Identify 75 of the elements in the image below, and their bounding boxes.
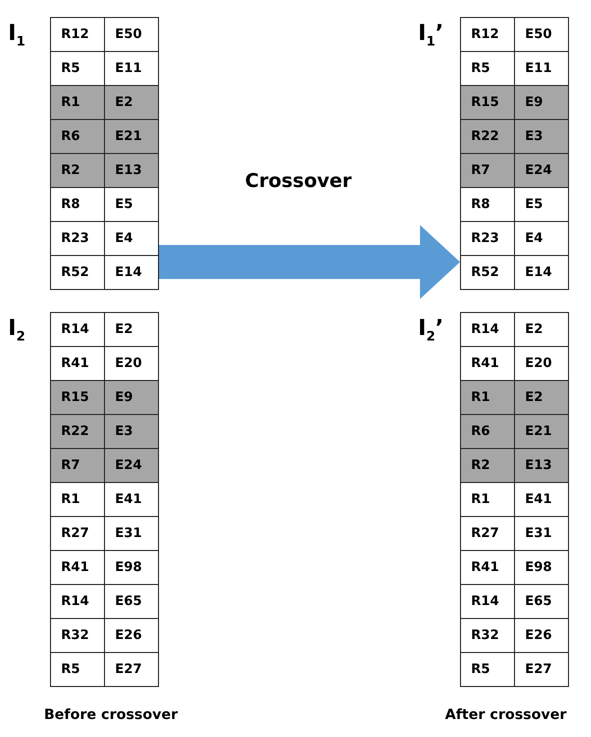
- table-cell: R1: [50, 482, 104, 516]
- table-cell: R12: [50, 18, 104, 52]
- table-cell: E14: [514, 256, 568, 290]
- table-cell: E13: [514, 448, 568, 482]
- table-cell: E65: [104, 584, 158, 618]
- table-cell: R5: [460, 652, 514, 686]
- table-cell: R32: [50, 618, 104, 652]
- table-cell: R2: [460, 448, 514, 482]
- table-cell: R14: [460, 312, 514, 346]
- table-cell: E3: [514, 120, 568, 154]
- table-cell: E21: [514, 414, 568, 448]
- table-cell: R12: [460, 18, 514, 52]
- table-cell: E4: [104, 222, 158, 256]
- table-cell: E26: [514, 618, 568, 652]
- table-cell: R7: [460, 154, 514, 188]
- table-cell: R6: [460, 414, 514, 448]
- table-cell: R22: [460, 120, 514, 154]
- table-cell: R27: [460, 516, 514, 550]
- table-cell: R14: [460, 584, 514, 618]
- table-cell: R15: [50, 380, 104, 414]
- table-cell: E65: [514, 584, 568, 618]
- caption: Before crossover: [44, 707, 178, 723]
- table-cell: R14: [50, 584, 104, 618]
- table-cell: E41: [514, 482, 568, 516]
- table-heading: I$_{2}$: [8, 316, 26, 346]
- table-cell: R22: [50, 414, 104, 448]
- table-cell: E5: [514, 188, 568, 222]
- table-cell: R8: [460, 188, 514, 222]
- table-cell: R23: [460, 222, 514, 256]
- table-cell: E21: [104, 120, 158, 154]
- table-cell: R52: [50, 256, 104, 290]
- table-cell: E50: [104, 18, 158, 52]
- table-heading: I$_{1}$: [8, 21, 26, 52]
- table-cell: E4: [514, 222, 568, 256]
- table-cell: R5: [50, 652, 104, 686]
- table-cell: E5: [104, 188, 158, 222]
- table-cell: R14: [50, 312, 104, 346]
- table-cell: E24: [104, 448, 158, 482]
- caption: After crossover: [445, 707, 567, 723]
- table-cell: E3: [104, 414, 158, 448]
- table-cell: R41: [50, 550, 104, 584]
- table-cell: E2: [104, 312, 158, 346]
- table-cell: E9: [514, 86, 568, 120]
- table-cell: E2: [104, 86, 158, 120]
- table-cell: R32: [460, 618, 514, 652]
- table-cell: E13: [104, 154, 158, 188]
- table-cell: R1: [460, 482, 514, 516]
- table-cell: R23: [50, 222, 104, 256]
- table-cell: E2: [514, 312, 568, 346]
- table-cell: R27: [50, 516, 104, 550]
- table-cell: E27: [514, 652, 568, 686]
- table-cell: R7: [50, 448, 104, 482]
- table-cell: E98: [514, 550, 568, 584]
- table-cell: R1: [50, 86, 104, 120]
- table-cell: R15: [460, 86, 514, 120]
- table-cell: R8: [50, 188, 104, 222]
- table-cell: R41: [460, 550, 514, 584]
- table-cell: E31: [104, 516, 158, 550]
- table-cell: E98: [104, 550, 158, 584]
- table-heading: I$_{2}$’: [418, 316, 444, 346]
- table-cell: E31: [514, 516, 568, 550]
- table-cell: E27: [104, 652, 158, 686]
- arrow: [159, 225, 460, 299]
- table-cell: E50: [514, 18, 568, 52]
- table-cell: E14: [104, 256, 158, 290]
- table-cell: R1: [460, 380, 514, 414]
- table-cell: R2: [50, 154, 104, 188]
- table-cell: R52: [460, 256, 514, 290]
- table-cell: E41: [104, 482, 158, 516]
- table-heading: I$_{1}$’: [418, 21, 444, 52]
- table-cell: E24: [514, 154, 568, 188]
- table-cell: E26: [104, 618, 158, 652]
- table-cell: E9: [104, 380, 158, 414]
- table-cell: R6: [50, 120, 104, 154]
- table-cell: E2: [514, 380, 568, 414]
